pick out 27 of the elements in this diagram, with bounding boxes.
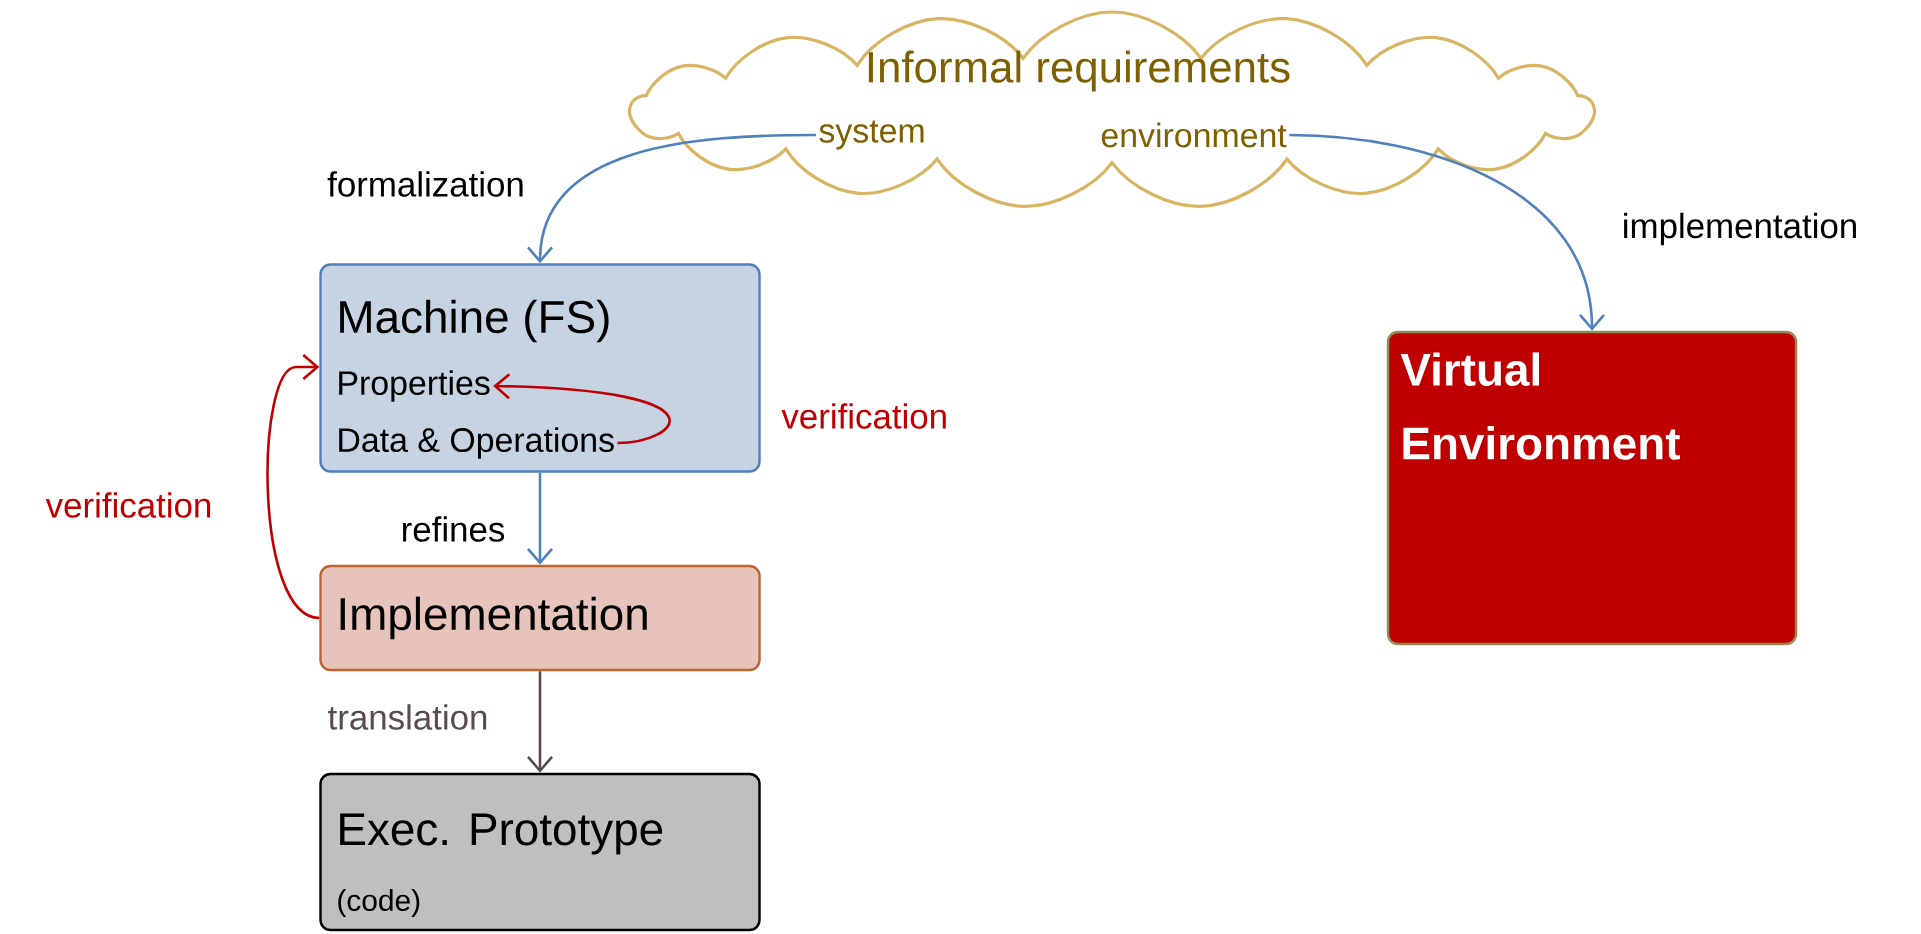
edge-label: refines xyxy=(398,514,508,544)
arrow xyxy=(1289,133,1605,331)
process-box xyxy=(319,263,761,473)
box-label: (code) xyxy=(338,889,420,917)
edge-label: implementation xyxy=(1619,210,1861,248)
item-text: system xyxy=(819,120,924,150)
box-label: Exec. Prototype xyxy=(340,813,663,855)
process-box xyxy=(1386,330,1798,646)
arrow xyxy=(266,354,320,620)
item-text: Data & Operations xyxy=(339,427,614,459)
process-box xyxy=(319,564,761,672)
edge-label: translation xyxy=(325,702,491,732)
arrow xyxy=(527,472,553,565)
box-label: Virtual Environment xyxy=(1400,352,1680,460)
box-label: Machine (FS) xyxy=(340,299,609,343)
cloud-shape xyxy=(627,10,1597,208)
item-text: environment xyxy=(1101,122,1287,148)
arrow xyxy=(493,373,671,445)
edge-label: verification xyxy=(43,490,215,520)
box-label: Implementation xyxy=(340,596,647,640)
edge-label: formalization xyxy=(325,169,527,199)
arrow xyxy=(527,671,553,773)
process-box xyxy=(319,772,761,932)
arrow xyxy=(527,133,817,264)
cloud-title: Informal requirements xyxy=(868,50,1290,92)
edge-label: verification xyxy=(779,401,951,431)
item-text: Properties xyxy=(339,370,490,402)
